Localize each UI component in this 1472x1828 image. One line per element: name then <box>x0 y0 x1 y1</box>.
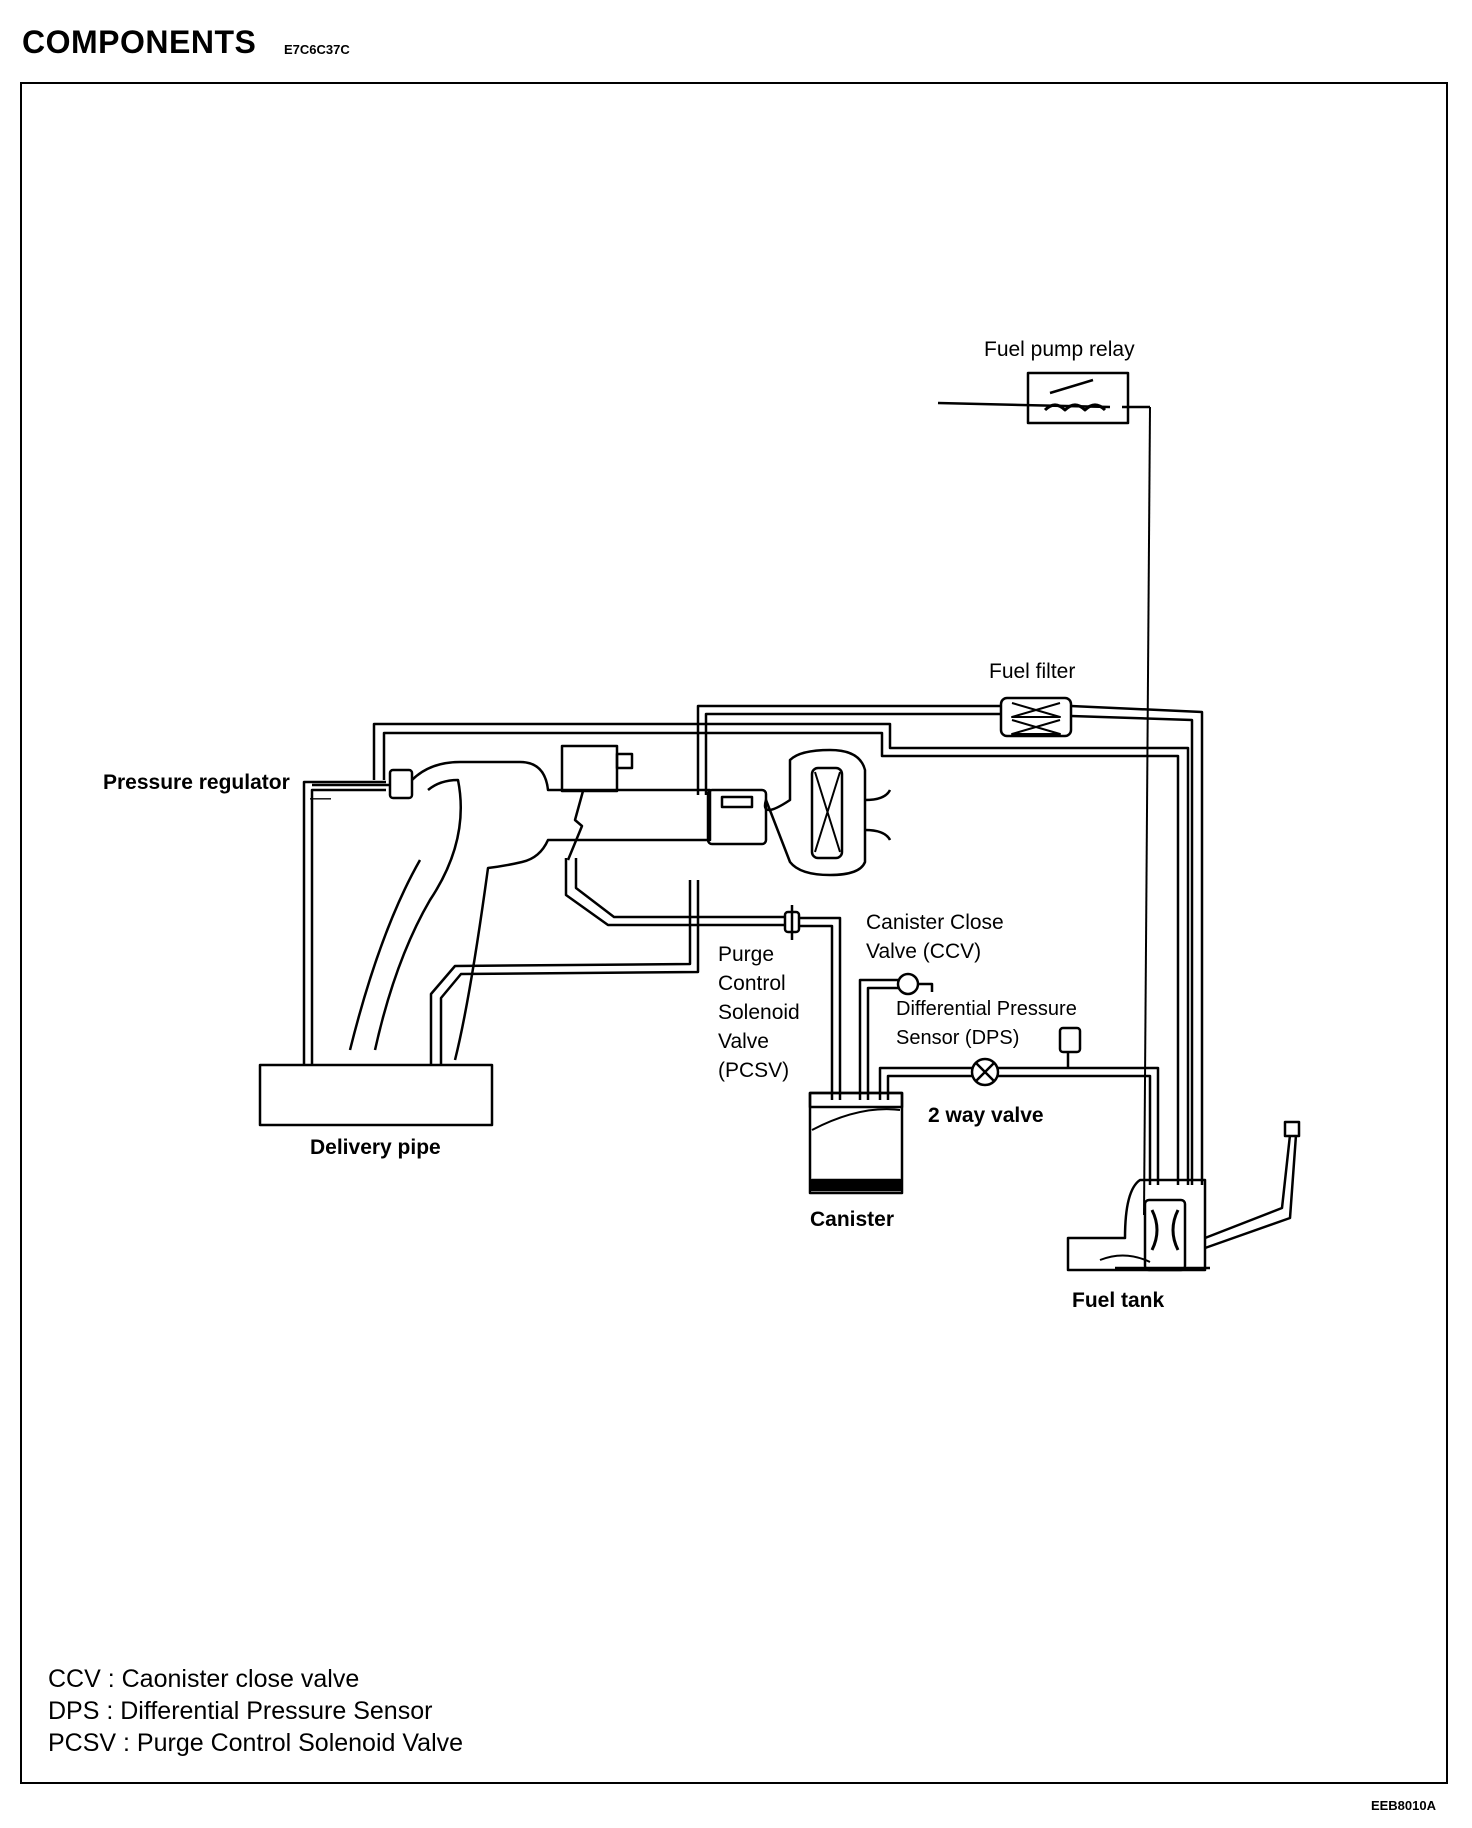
label-ccv: Canister Close Valve (CCV) <box>866 911 1004 963</box>
diagram-frame <box>20 82 1448 1784</box>
page-title: COMPONENTS <box>22 24 257 60</box>
two-way-valve-symbol <box>970 1057 1000 1087</box>
label-two-way-valve: 2 way valve <box>928 1104 1044 1127</box>
label-fuel-filter: Fuel filter <box>989 660 1076 683</box>
fuel-filter-symbol <box>999 696 1073 738</box>
section-code: E7C6C37C <box>284 42 350 57</box>
pressure-regulator-symbol <box>312 768 414 800</box>
pcsv-symbol <box>783 905 801 940</box>
legend-item: DPS : Differential Pressure Sensor <box>48 1697 433 1725</box>
dps-symbol <box>1058 1026 1082 1068</box>
canister-symbol <box>808 1091 904 1195</box>
label-dps: Differential Pressure Sensor (DPS) <box>896 998 1077 1049</box>
label-pressure-regulator: Pressure regulator <box>103 771 290 794</box>
fuel-pump-relay-symbol <box>937 371 1150 425</box>
fuel-tank-symbol <box>1066 1120 1301 1272</box>
label-fuel-pump-relay: Fuel pump relay <box>984 338 1135 361</box>
label-fuel-tank: Fuel tank <box>1072 1289 1165 1312</box>
label-delivery-pipe: Delivery pipe <box>310 1136 441 1159</box>
legend: CCV : Caonister close valve DPS : Differ… <box>48 1663 463 1759</box>
ccv-symbol <box>896 972 934 996</box>
label-canister: Canister <box>810 1208 895 1231</box>
legend-item: PCSV : Purge Control Solenoid Valve <box>48 1729 464 1757</box>
delivery-pipe-symbol <box>258 1063 494 1127</box>
figure-code: EEB8010A <box>1370 1798 1436 1813</box>
label-pcsv: Purge Control Solenoid Valve (PCSV) <box>718 943 800 1082</box>
legend-item: CCV : Caonister close valve <box>48 1665 360 1693</box>
label-pressure-regulator-dash: — <box>310 786 331 809</box>
